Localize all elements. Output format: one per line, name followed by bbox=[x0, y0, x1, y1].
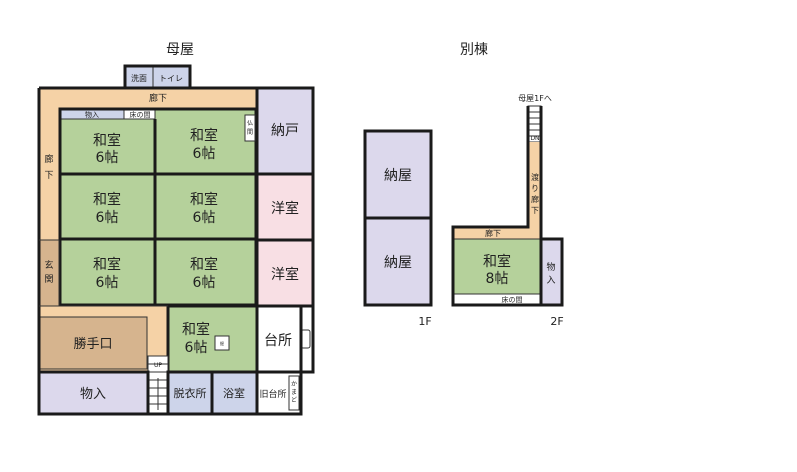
washitsu-4-name: 和室 bbox=[190, 191, 218, 208]
washitsu-2-size: 6帖 bbox=[193, 146, 216, 162]
svg-text:関: 関 bbox=[44, 274, 53, 285]
svg-text:渡: 渡 bbox=[531, 172, 539, 182]
annex-washitsu-name: 和室 bbox=[483, 253, 511, 270]
to-main-label: 母屋1Fへ bbox=[518, 94, 552, 103]
washitsu-1-size: 6帖 bbox=[96, 150, 119, 166]
rouka-top bbox=[39, 88, 257, 108]
tokonoma-strip-label: 床の間 bbox=[130, 110, 151, 119]
rouka-left-label-2: 下 bbox=[44, 171, 53, 181]
svg-text:ど: ど bbox=[291, 396, 297, 404]
washitsu-3-size: 6帖 bbox=[96, 210, 119, 226]
kyuudaidokoro-label: 旧台所 bbox=[259, 388, 286, 400]
nando-room bbox=[255, 86, 315, 176]
main-outer-wall bbox=[37, 86, 315, 416]
rouka-top-label: 廊下 bbox=[149, 92, 167, 104]
annex-rouka-label: 廊下 bbox=[485, 228, 501, 238]
naya-bottom-room bbox=[363, 216, 433, 307]
washitsu-3 bbox=[59, 173, 156, 240]
rouka-left bbox=[39, 88, 59, 240]
washitsu-2-name: 和室 bbox=[190, 127, 218, 144]
genkan-room bbox=[38, 239, 60, 307]
youshitsu-2-label: 洋室 bbox=[271, 266, 299, 283]
washitsu-3-name: 和室 bbox=[93, 191, 121, 208]
washitsu-5-name: 和室 bbox=[93, 256, 121, 273]
nando-label: 納戸 bbox=[271, 123, 299, 139]
svg-text:玄: 玄 bbox=[44, 259, 53, 271]
svg-text:ま: ま bbox=[291, 389, 297, 396]
washitsu-5-size: 6帖 bbox=[96, 275, 119, 291]
washitsu-7 bbox=[166, 304, 259, 374]
svg-text:入: 入 bbox=[546, 275, 555, 286]
kattegu-label: 勝手口 bbox=[73, 337, 112, 352]
dn-label: DN bbox=[530, 135, 539, 142]
washitsu-6-size: 6帖 bbox=[193, 275, 216, 291]
annex-rouka bbox=[453, 227, 541, 239]
svg-text:掘: 掘 bbox=[220, 340, 224, 346]
annex-washitsu-size: 8帖 bbox=[486, 271, 509, 287]
naya-bottom-label: 納屋 bbox=[384, 255, 412, 271]
naya-top-label: 納屋 bbox=[384, 168, 412, 184]
svg-text:廊: 廊 bbox=[531, 194, 539, 204]
washitsu-7-size: 6帖 bbox=[185, 340, 208, 356]
floor-1f-label: 1F bbox=[418, 315, 431, 328]
svg-text:り: り bbox=[531, 184, 539, 193]
kamado-strip bbox=[288, 375, 300, 411]
svg-text:物: 物 bbox=[546, 261, 555, 273]
rouka-left-label-1: 廊 bbox=[44, 153, 53, 165]
annex-2f-outline bbox=[451, 106, 543, 307]
washitsu-7-name: 和室 bbox=[182, 321, 210, 338]
up-label: UP bbox=[154, 362, 162, 369]
svg-text:下: 下 bbox=[531, 206, 539, 215]
monoire-label: 物入 bbox=[80, 387, 106, 402]
youshitsu-1-label: 洋室 bbox=[271, 200, 299, 217]
washitsu-4-size: 6帖 bbox=[193, 210, 216, 226]
svg-text:か: か bbox=[291, 381, 297, 388]
watari-rouka bbox=[528, 142, 541, 227]
toilet-label: トイレ bbox=[159, 74, 183, 83]
floor-2f-label: 2F bbox=[550, 315, 563, 328]
annex-title: 別棟 bbox=[460, 42, 488, 58]
kattegu-room bbox=[38, 316, 148, 370]
svg-text:間: 間 bbox=[247, 129, 253, 136]
svg-text:仏: 仏 bbox=[247, 120, 253, 127]
daidokoro-label: 台所 bbox=[264, 333, 292, 349]
yokushitsu-label: 浴室 bbox=[223, 386, 245, 400]
annex-tokonoma-label: 床の間 bbox=[502, 295, 523, 304]
horigotatsu-symbol bbox=[214, 335, 230, 351]
datsuijo-label: 脱衣所 bbox=[174, 386, 207, 400]
annex-tokonoma bbox=[452, 293, 542, 306]
monoire-strip-label: 物入 bbox=[85, 110, 99, 119]
washitsu-5 bbox=[59, 238, 156, 306]
senmen-label: 洗面 bbox=[131, 73, 147, 83]
butsuma-strip bbox=[244, 114, 256, 142]
main-house-title: 母屋 bbox=[166, 42, 194, 58]
washitsu-1-name: 和室 bbox=[93, 132, 121, 149]
washitsu-6-name: 和室 bbox=[190, 256, 218, 273]
